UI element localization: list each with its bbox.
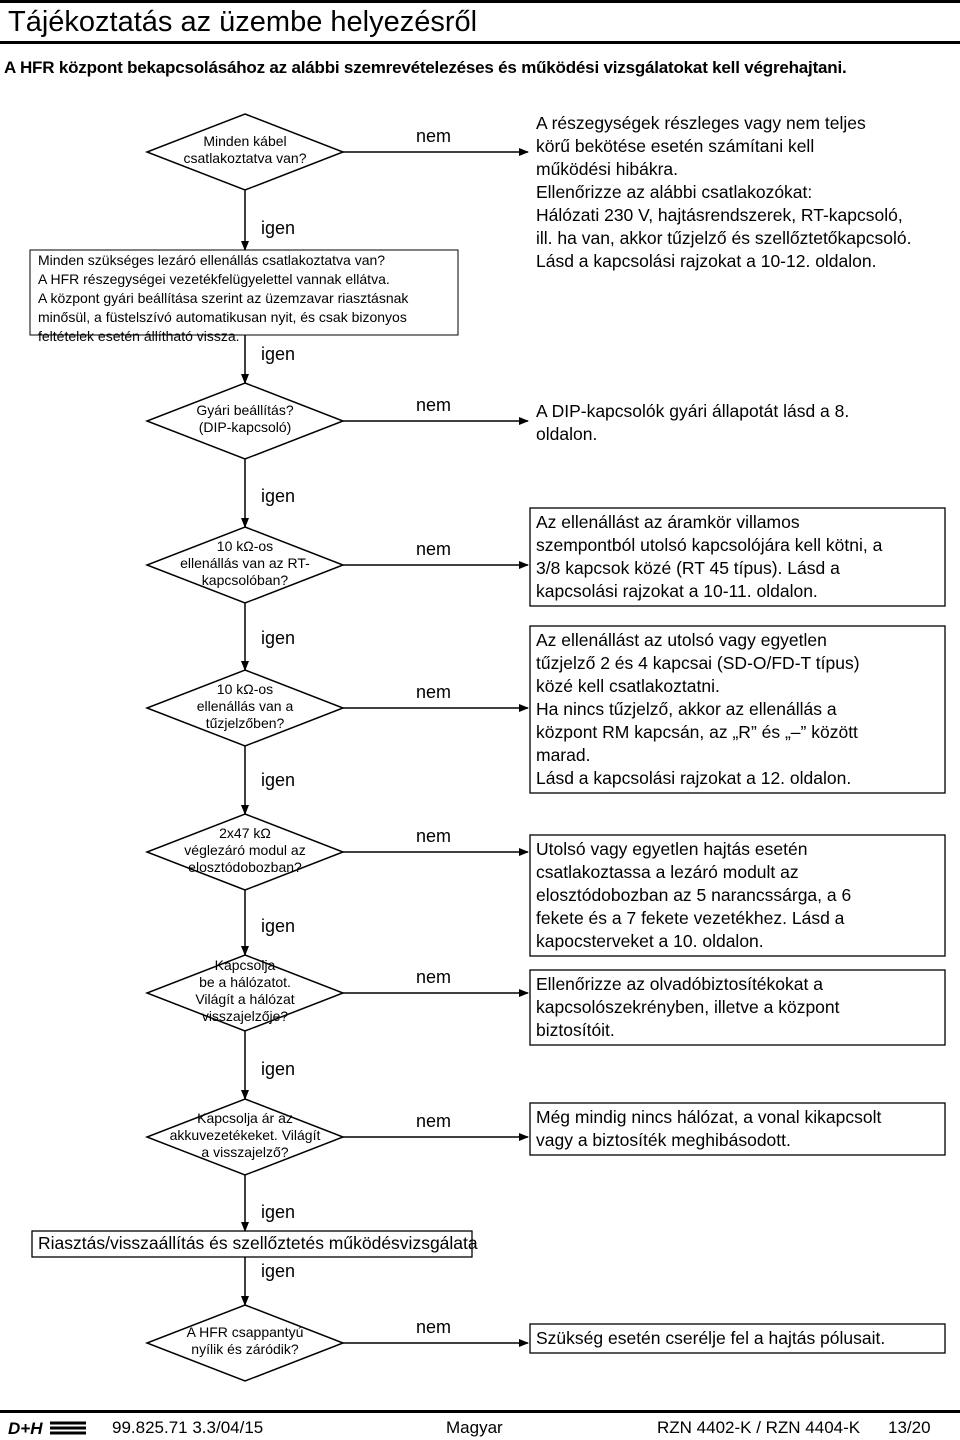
no-label: nem <box>416 395 452 415</box>
test-box <box>31 1230 473 1258</box>
decision-question: Kapcsolja ár az akkuvezetékeket. Világít… <box>169 1109 321 1160</box>
decision-question: Gyári beállítás? (DIP-kapcsoló) <box>196 402 294 435</box>
decision-diamond <box>144 1304 346 1382</box>
no-label: nem <box>416 682 452 702</box>
yes-label: igen <box>261 916 296 936</box>
decision-question: 10 kΩ-os ellenállás van a tűzjelzőben? <box>196 680 294 731</box>
footer: D+H 99.825.71 3.3/04/15 Magyar RZN 4402-… <box>0 1410 960 1440</box>
title-bar: Tájékoztatás az üzembe helyezésről <box>0 0 960 44</box>
note-text: A részegységek részleges vagy nem teljes… <box>536 113 912 271</box>
yes-label: igen <box>261 486 296 506</box>
no-label: nem <box>416 539 452 559</box>
no-label: nem <box>416 1317 452 1337</box>
no-label: nem <box>416 967 452 987</box>
dh-logo: D+H <box>6 1419 86 1437</box>
note-box <box>529 969 946 1046</box>
note-text: Ellenőrizze az olvadóbiztosítékokat a ka… <box>536 974 840 1040</box>
note-box <box>529 1102 946 1156</box>
decision-question: Kapcsolja be a hálózatot. Világít a háló… <box>195 957 295 1024</box>
decision-question: A HFR csappantyú nyílik és záródik? <box>186 1324 304 1357</box>
product-code: RZN 4402-K / RZN 4404-K <box>657 1418 861 1437</box>
yes-label: igen <box>261 1261 296 1281</box>
yes-label: igen <box>261 770 296 790</box>
note-text: Még mindig nincs hálózat, a vonal kikapc… <box>536 1107 882 1150</box>
note-box <box>529 834 946 957</box>
svg-text:D+H: D+H <box>8 1419 43 1437</box>
no-label: nem <box>416 126 452 146</box>
note-box <box>529 507 946 607</box>
note-box <box>529 1323 946 1354</box>
no-label: nem <box>416 1111 452 1131</box>
note-box <box>529 625 946 794</box>
doc-number: 99.825.71 3.3/04/15 <box>112 1418 264 1437</box>
yes-label: igen <box>261 344 296 364</box>
note-text: Az ellenállást az áramkör villamos szemp… <box>536 512 883 601</box>
no-label: nem <box>416 826 452 846</box>
note-text: Utolsó vagy egyetlen hajtás esetén csatl… <box>536 839 852 951</box>
note-text: Szükség esetén cserélje fel a hajtás pól… <box>536 1328 886 1348</box>
page-number: 13/20 <box>888 1418 931 1437</box>
yes-label: igen <box>261 628 296 648</box>
info-box-text: Minden szükséges lezáró ellenállás csatl… <box>38 252 409 344</box>
page-title: Tájékoztatás az üzembe helyezésről <box>8 6 478 38</box>
page-subtitle: A HFR központ bekapcsolásához az alábbi … <box>4 58 847 77</box>
test-box-text: Riasztás/visszaállítás és szellőztetés m… <box>38 1233 478 1253</box>
language: Magyar <box>446 1418 503 1437</box>
yes-label: igen <box>261 1059 296 1079</box>
note-text: Az ellenállást az utolsó vagy egyetlen t… <box>536 630 860 788</box>
decision-question: 2x47 kΩ véglezáró modul az elosztódobozb… <box>184 824 306 875</box>
decision-question: 10 kΩ-os ellenállás van az RT- kapcsolób… <box>180 537 310 588</box>
decision-question: Minden kábel csatlakoztatva van? <box>183 133 307 166</box>
note-text: A DIP-kapcsolók gyári állapotát lásd a 8… <box>536 401 850 444</box>
yes-label: igen <box>261 1202 296 1222</box>
yes-label: igen <box>261 218 296 238</box>
